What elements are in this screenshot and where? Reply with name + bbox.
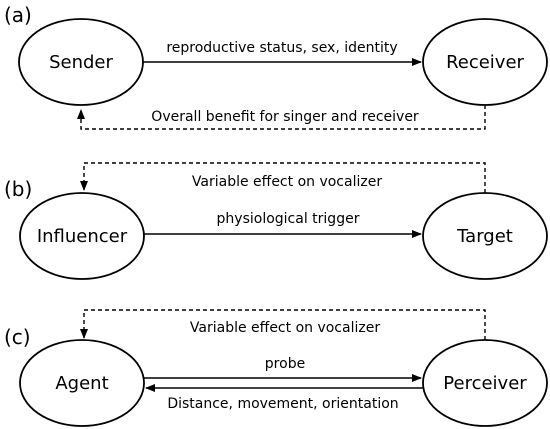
agent-node [19,339,145,427]
sender-node-label: Sender [49,52,113,73]
receiver-node-label: Receiver [446,52,524,73]
perceiver-to-agent-label: Distance, movement, orientation [167,396,398,412]
agent-node-label: Agent [55,373,108,394]
target-node [422,192,548,280]
influencer-node-label: Influencer [37,226,128,247]
receiver-to-sender-feedback-arrow [77,105,486,130]
perceiver-to-agent-feedback-arrow [80,309,486,340]
feedback-label-a: Overall benefit for singer and receiver [151,109,419,125]
sender-to-receiver-label: reproductive status, sex, identity [166,40,397,56]
feedback-label-c: Variable effect on vocalizer [190,320,380,336]
panel-c-label: (c) [4,325,31,349]
perceiver-node [422,339,548,427]
feedback-label-b: Variable effect on vocalizer [192,174,382,190]
influencer-to-target-label: physiological trigger [217,211,360,227]
panel-b-label: (b) [4,177,32,201]
target-node-label: Target [456,226,513,247]
panel-a: (a) Sender Receiver reproductive status,… [4,3,548,130]
influencer-node [19,192,145,280]
panel-b: (b) Variable effect on vocalizer Influen… [4,162,548,280]
perceiver-node-label: Perceiver [443,373,527,394]
panel-a-label: (a) [4,3,32,27]
target-to-influencer-feedback-arrow [80,162,486,193]
agent-to-perceiver-label: probe [265,356,305,372]
panel-c: (c) Variable effect on vocalizer Agent P… [4,309,548,427]
